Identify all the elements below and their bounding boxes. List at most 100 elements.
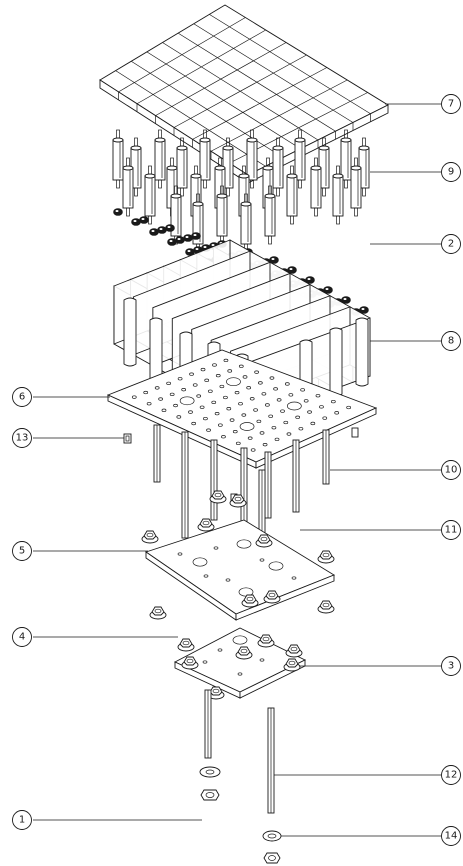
nut <box>149 228 159 236</box>
tiled-top-cover <box>99 4 389 184</box>
callout-label-1: 1 <box>19 815 25 826</box>
standoff <box>122 157 134 217</box>
flange-nut <box>255 534 273 548</box>
middle-plate-holes <box>177 539 297 597</box>
standoff <box>112 129 124 189</box>
callout-2: 2 <box>441 234 461 254</box>
callout-4: 4 <box>12 627 32 647</box>
nut <box>139 216 149 224</box>
standoff <box>192 193 204 253</box>
cylindrical-standoffs <box>112 129 370 253</box>
middle-plate <box>144 519 336 621</box>
callout-label-9: 9 <box>448 167 454 178</box>
standoff <box>332 165 344 225</box>
flange-nut <box>263 590 281 604</box>
nut <box>167 238 177 246</box>
standoff <box>246 129 258 189</box>
nut <box>165 224 175 232</box>
callout-7: 7 <box>441 94 461 114</box>
nut <box>183 234 193 242</box>
callout-6: 6 <box>12 387 32 407</box>
standoff <box>199 129 211 189</box>
standoff <box>340 129 352 189</box>
flange-nut <box>197 518 215 532</box>
leader-lines <box>33 103 441 837</box>
standoff <box>272 137 284 197</box>
flange-nut <box>181 656 199 670</box>
callout-label-4: 4 <box>19 632 25 643</box>
flange-nut <box>241 594 259 608</box>
callout-5: 5 <box>12 541 32 561</box>
rod <box>153 424 161 483</box>
flange-nut <box>141 530 159 544</box>
callout-label-12: 12 <box>445 770 458 781</box>
flange-nut <box>317 550 335 564</box>
callout-label-14: 14 <box>445 831 458 842</box>
nut <box>113 208 123 216</box>
callout-10: 10 <box>441 460 461 480</box>
rod <box>264 451 272 519</box>
base-plate-holes <box>131 358 352 452</box>
flange-nut <box>149 606 167 620</box>
standoff <box>310 157 322 217</box>
callout-label-13: 13 <box>16 433 29 444</box>
washers-and-bottom-nuts <box>199 766 282 864</box>
rod <box>322 429 330 485</box>
callout-12: 12 <box>441 765 461 785</box>
flange-nut <box>177 638 195 652</box>
bottom-plate-holes <box>202 635 265 676</box>
standoff <box>176 137 188 197</box>
nut <box>305 276 315 284</box>
flange-nut <box>317 600 335 614</box>
callout-label-10: 10 <box>445 465 458 476</box>
flange-nut <box>285 644 303 658</box>
callout-label-7: 7 <box>448 99 454 110</box>
standoff <box>264 185 276 245</box>
standoff <box>286 165 298 225</box>
nut <box>341 296 351 304</box>
callout-14: 14 <box>441 826 461 846</box>
callout-label-2: 2 <box>448 239 454 250</box>
callout-1: 1 <box>12 810 32 830</box>
callout-label-6: 6 <box>19 392 25 403</box>
flange-nut <box>283 658 301 672</box>
rod <box>181 431 189 539</box>
tile-grid <box>115 14 371 167</box>
standoff <box>222 137 234 197</box>
flange-nut <box>257 634 275 648</box>
standoff <box>350 157 362 217</box>
nut <box>131 218 141 226</box>
callout-label-8: 8 <box>448 336 454 347</box>
flange-nut <box>209 490 227 504</box>
nut <box>191 232 201 240</box>
standoff <box>358 137 370 197</box>
nut <box>175 236 185 244</box>
nut <box>185 248 195 256</box>
callout-label-5: 5 <box>19 546 25 557</box>
standoff <box>130 137 142 197</box>
callout-label-11: 11 <box>445 525 458 536</box>
nut <box>157 226 167 234</box>
flange-nut <box>207 686 225 700</box>
nut <box>269 256 279 264</box>
callout-11: 11 <box>441 520 461 540</box>
standoff <box>294 129 306 189</box>
bottom-rods <box>204 689 275 814</box>
standoff <box>170 185 182 245</box>
base-plate <box>106 349 378 469</box>
standoff <box>240 193 252 253</box>
callout-label-3: 3 <box>448 661 454 672</box>
flange-nut <box>229 494 247 508</box>
rod <box>292 439 300 513</box>
callout-9: 9 <box>441 162 461 182</box>
rod <box>210 439 218 521</box>
flange-nut <box>235 646 253 660</box>
flange-nuts <box>141 490 335 700</box>
standoff <box>144 165 156 225</box>
standoff <box>154 129 166 189</box>
standoff <box>216 185 228 245</box>
callout-13: 13 <box>12 428 32 448</box>
callout-8: 8 <box>441 331 461 351</box>
